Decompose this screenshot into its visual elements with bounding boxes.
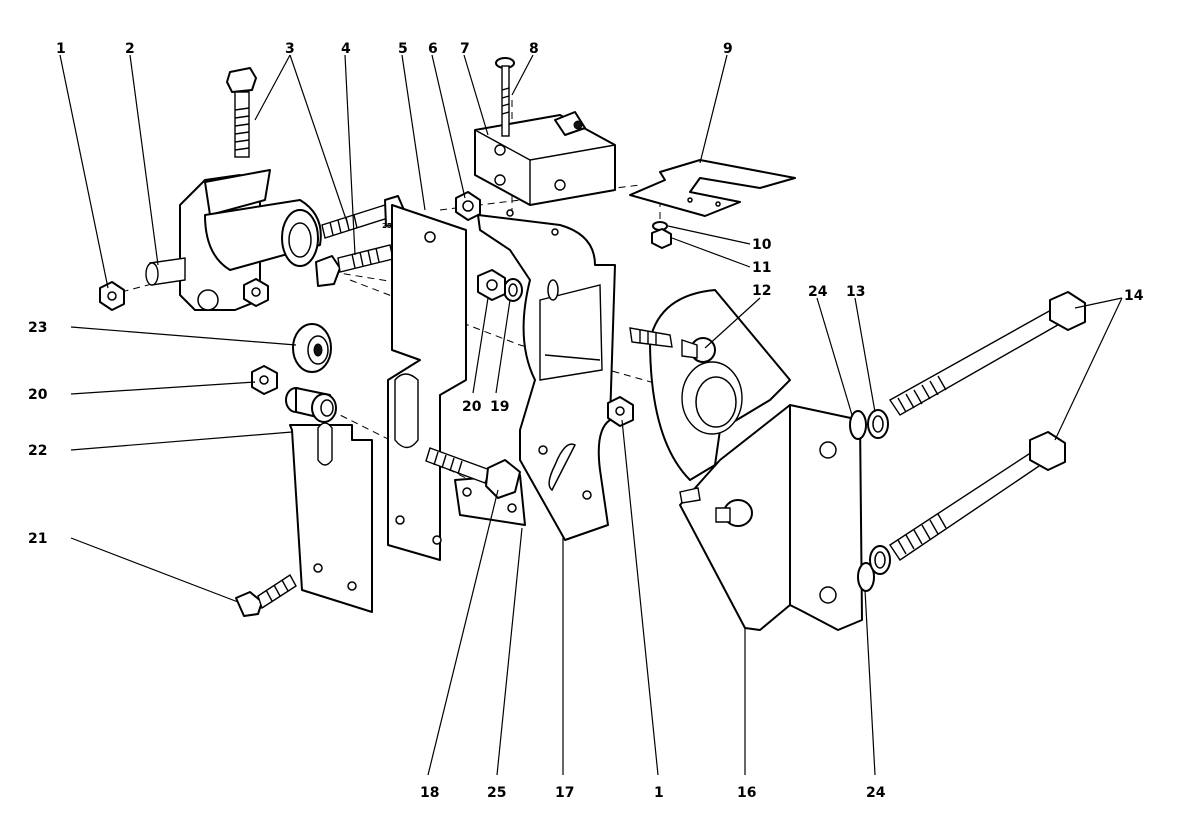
long-bolt-part-14-lower	[889, 431, 1066, 561]
bolt-part-18	[425, 447, 521, 499]
callout-18: 18	[420, 785, 439, 801]
callout-12: 12	[752, 283, 771, 299]
switch-block-part-7	[474, 111, 616, 206]
callout-24-bottom: 24	[866, 785, 886, 801]
callout-23: 23	[28, 320, 47, 336]
callout-13: 13	[846, 284, 865, 300]
washer-part-13	[867, 409, 889, 439]
callout-10: 10	[752, 237, 772, 253]
callout-21: 21	[28, 531, 47, 547]
callout-1-bottom: 1	[654, 785, 664, 801]
callout-20-center: 20	[462, 399, 482, 415]
callout-24-top: 24	[808, 284, 828, 300]
callout-1-top: 1	[56, 41, 66, 57]
nut-under-bracket	[243, 278, 269, 307]
bolt-part-21	[235, 573, 297, 617]
callout-5: 5	[398, 41, 408, 57]
callout-4: 4	[341, 41, 351, 57]
bolt-part-4	[315, 244, 394, 287]
callout-9: 9	[723, 41, 733, 57]
washer-part-19	[503, 278, 523, 302]
nut-part-20-upper	[477, 269, 506, 301]
mounting-plate-part-5: 25	[382, 204, 467, 561]
callout-22: 22	[28, 443, 47, 459]
callout-25: 25	[487, 785, 506, 801]
bolt-vertical-part	[226, 67, 257, 158]
callout-8: 8	[529, 41, 539, 57]
washer-part-24-upper	[849, 410, 867, 440]
callout-19: 19	[490, 399, 509, 415]
bearing-part-23	[292, 323, 332, 373]
nut-part-11	[651, 228, 672, 249]
callout-6: 6	[428, 41, 438, 57]
sleeve-bushing	[285, 387, 337, 423]
main-bracket-part-17	[477, 209, 616, 541]
callout-20-left: 20	[28, 387, 48, 403]
cover-plate-part-9	[629, 159, 796, 217]
pivot-bracket-part	[145, 169, 322, 311]
nut-part-1-left	[99, 281, 125, 311]
callout-17: 17	[555, 785, 574, 801]
callout-16: 16	[737, 785, 756, 801]
callout-14: 14	[1124, 288, 1144, 304]
callout-labels: 1 2 3 4 5 6 7 8 9 10 11 12 24 13 14 23 2…	[28, 41, 1144, 801]
plate-stamp: 25	[382, 222, 392, 230]
nut-part-1-right	[607, 396, 634, 427]
nut-part-20-lower	[251, 365, 278, 395]
screw-part-8	[495, 57, 515, 137]
callout-3: 3	[285, 41, 295, 57]
callout-11: 11	[752, 260, 771, 276]
washer-part-24-lower	[857, 562, 875, 592]
cam-disc-part-12	[629, 289, 791, 481]
long-bolt-part-14-upper	[888, 291, 1086, 416]
nut-part-6	[455, 191, 481, 221]
callout-2: 2	[125, 41, 135, 57]
callout-7: 7	[460, 41, 470, 57]
leader-lines	[59, 54, 1123, 776]
lock-washer-lower	[869, 545, 891, 575]
slotted-plate-part-22	[289, 422, 373, 613]
